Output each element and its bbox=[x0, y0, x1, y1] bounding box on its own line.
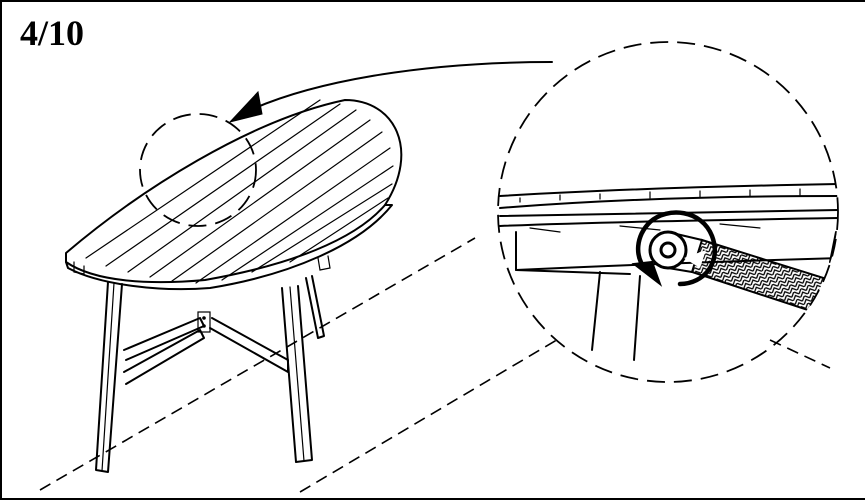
step-counter: 4/10 bbox=[20, 13, 85, 53]
curved-pointer-arrow-icon bbox=[228, 61, 553, 123]
highlight-circle bbox=[139, 113, 257, 227]
table-top bbox=[65, 99, 403, 291]
rotate-clockwise-arrow-icon bbox=[631, 210, 718, 287]
floor-guide-lines bbox=[39, 237, 561, 493]
table-legs bbox=[95, 275, 325, 473]
detail-magnifier bbox=[497, 41, 839, 383]
